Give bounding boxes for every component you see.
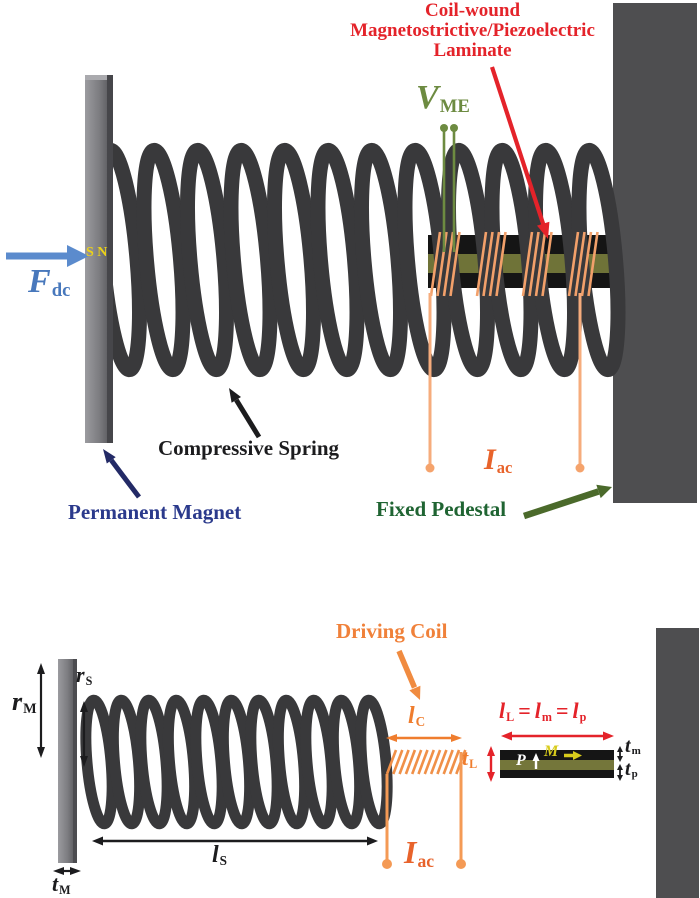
rm-label: rM — [12, 687, 37, 718]
tp-layer-label: tp — [625, 758, 638, 781]
vme-leads — [440, 124, 458, 252]
magnetization-arrow — [564, 751, 582, 760]
laminate-pointer-arrow — [490, 66, 550, 239]
magnet-poles-label: S N — [86, 245, 108, 260]
compressive-spring-arrow — [229, 388, 262, 439]
laminate-length-equation: lL=lm=lp — [499, 698, 587, 724]
lc-label: lC — [408, 703, 426, 729]
bottom-iac-label: Iac — [404, 834, 435, 871]
rm-measure-arrow — [37, 663, 45, 758]
bottom-permanent-magnet — [58, 659, 77, 863]
polarization-label: P — [516, 752, 526, 769]
fdc-force-arrow — [6, 245, 89, 267]
top-iac-label: Iac — [484, 443, 513, 477]
tl-label: tL — [462, 745, 478, 771]
tp-layer-measure-arrow — [617, 764, 623, 781]
fixed-pedestal-arrow — [522, 484, 612, 520]
top-permanent-magnet — [85, 75, 113, 443]
laminate-title: Coil-wound Magnetostrictive/Piezoelectri… — [350, 0, 595, 61]
tl-measure-arrow — [487, 746, 495, 782]
permanent-magnet-label: Permanent Magnet — [68, 500, 242, 524]
permanent-magnet-arrow — [103, 449, 141, 499]
bottom-fixed-pedestal — [656, 628, 699, 898]
driving-coil-label: Driving Coil — [336, 619, 448, 643]
vme-label: VME — [416, 79, 470, 118]
compressive-spring-label: Compressive Spring — [158, 436, 340, 460]
fixed-pedestal-label: Fixed Pedestal — [376, 497, 507, 521]
ls-label: lS — [212, 842, 228, 868]
driving-coil-hatch — [385, 749, 467, 775]
polarization-arrow — [532, 753, 540, 769]
top-iac-leads — [425, 293, 585, 473]
ll-measure-arrow — [501, 731, 614, 741]
top-spring — [93, 142, 626, 378]
rs-measure-arrow — [80, 701, 88, 767]
bottom-laminate — [500, 750, 614, 778]
magnetization-label: M — [544, 743, 559, 760]
rs-label: rS — [76, 662, 93, 688]
fdc-label: Fdc — [28, 263, 71, 302]
tm-layer-label: tm — [625, 735, 641, 758]
tm-magnet-measure-arrow — [53, 867, 81, 875]
ls-measure-arrow — [92, 836, 378, 846]
driving-coil-pointer-arrow — [396, 649, 421, 700]
bottom-iac-leads — [382, 752, 466, 869]
tm-magnet-label: tM — [52, 871, 71, 897]
lc-measure-arrow — [386, 734, 462, 742]
bottom-spring — [80, 694, 393, 830]
tm-layer-measure-arrow — [617, 746, 623, 762]
top-fixed-pedestal — [613, 3, 697, 503]
